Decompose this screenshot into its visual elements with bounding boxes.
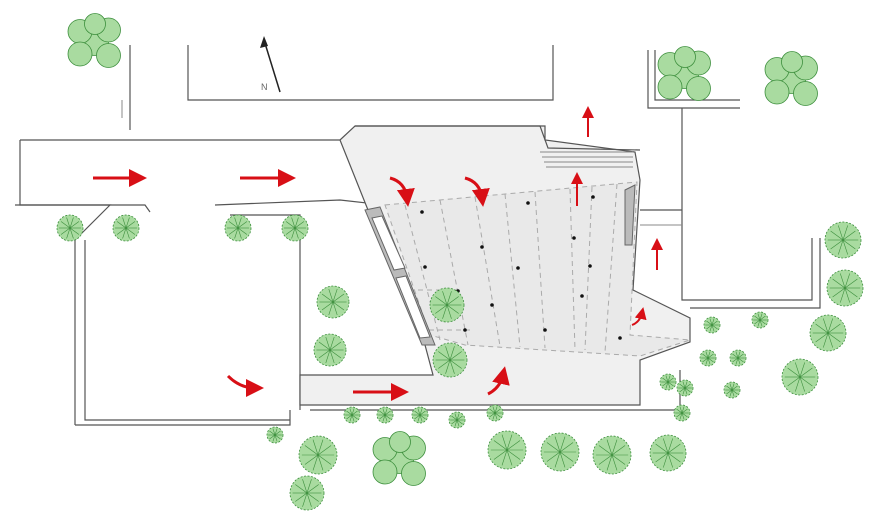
tree-cluster-icon xyxy=(372,431,426,486)
bollard-dot xyxy=(420,210,424,214)
bollard-dot xyxy=(588,264,592,268)
arrow-curved xyxy=(631,307,647,326)
tree-cluster-icon xyxy=(657,46,711,101)
tree-icon xyxy=(429,287,465,323)
bollard-dot xyxy=(572,236,576,240)
bollard-dot xyxy=(480,245,484,249)
tree-icon xyxy=(316,285,350,319)
tree-icon xyxy=(659,373,677,391)
arrow-curved xyxy=(389,176,415,207)
tree-cluster-icon xyxy=(67,13,121,68)
bollard-dot xyxy=(618,336,622,340)
tree-icon xyxy=(751,311,769,329)
tree-icon xyxy=(411,406,429,424)
tree-icon xyxy=(343,406,361,424)
north-label: N xyxy=(261,82,268,92)
tree-icon xyxy=(448,411,466,429)
arrow-curved xyxy=(487,366,510,396)
arrow-curved xyxy=(226,374,264,397)
tree-icon xyxy=(486,404,504,422)
bollard-dot xyxy=(580,294,584,298)
steps xyxy=(540,151,633,168)
tree-icon xyxy=(56,214,84,242)
bollard-dot xyxy=(463,328,467,332)
tree-icon xyxy=(723,381,741,399)
tree-icon xyxy=(676,379,694,397)
planter-walls xyxy=(364,184,636,346)
tree-icon xyxy=(266,426,284,444)
tree-icon xyxy=(729,349,747,367)
paving-lines xyxy=(400,183,618,353)
north-arrow: N xyxy=(260,36,281,93)
tree-icon xyxy=(809,314,847,352)
tree-icon xyxy=(432,342,468,378)
tree-icon xyxy=(376,406,394,424)
tree-icon xyxy=(112,214,140,242)
tree-cluster-icon xyxy=(764,51,818,106)
tree-icon xyxy=(703,316,721,334)
bollard-dot xyxy=(526,201,530,205)
bollards xyxy=(420,195,622,340)
tree-icon xyxy=(826,269,864,307)
tree-icon xyxy=(313,333,347,367)
trees xyxy=(56,13,864,511)
arrow-curved xyxy=(464,176,490,207)
tree-icon xyxy=(649,434,687,472)
tree-icon xyxy=(673,404,691,422)
tree-icon xyxy=(298,435,338,475)
bollard-dot xyxy=(516,266,520,270)
tree-icon xyxy=(781,358,819,396)
bollard-dot xyxy=(591,195,595,199)
bollard-dot xyxy=(423,265,427,269)
tree-icon xyxy=(224,214,252,242)
bollard-dot xyxy=(490,303,494,307)
tree-icon xyxy=(281,214,309,242)
bollard-dot xyxy=(543,328,547,332)
tree-icon xyxy=(699,349,717,367)
tree-icon xyxy=(824,221,862,259)
tree-icon xyxy=(487,430,527,470)
circulation-arrows xyxy=(93,106,663,401)
tree-icon xyxy=(540,432,580,472)
tree-icon xyxy=(592,435,632,475)
tree-icon xyxy=(289,475,325,511)
